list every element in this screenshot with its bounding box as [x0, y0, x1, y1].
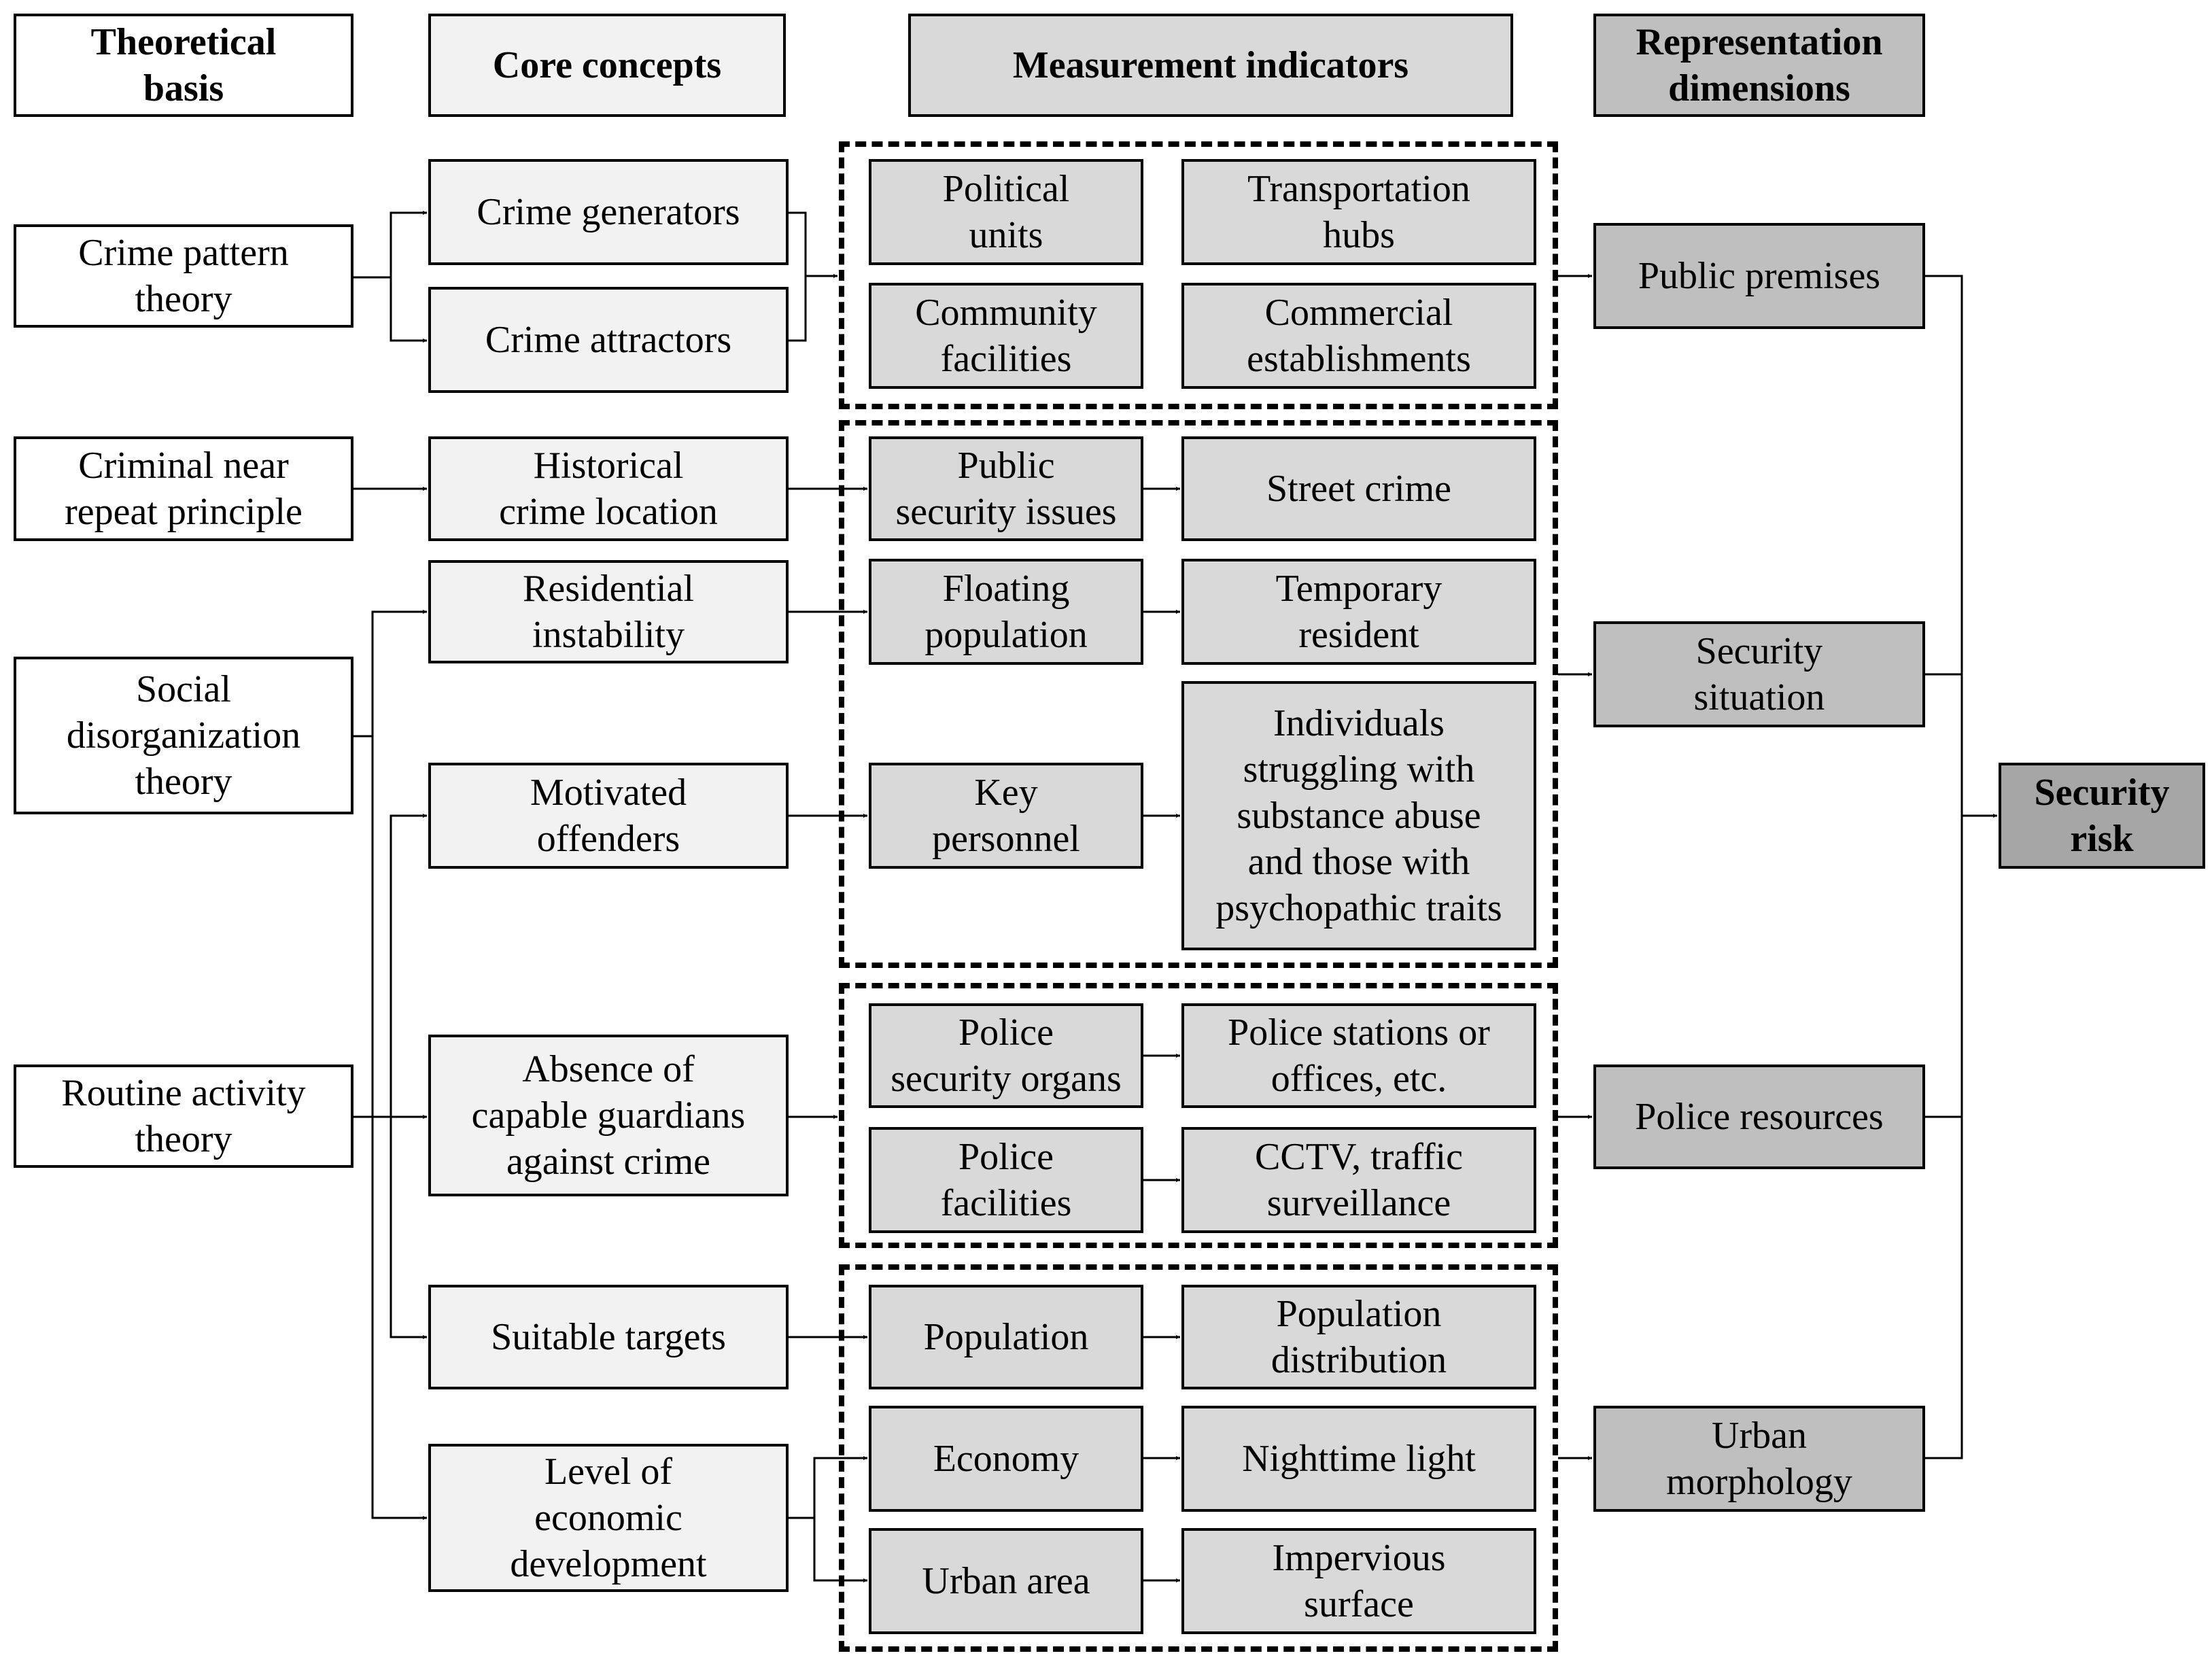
concept-motivated-offenders: Motivated offenders [428, 763, 789, 869]
concept-suitable-targets: Suitable targets [428, 1285, 789, 1389]
indicator-police-security-organs: Police security organs [869, 1003, 1143, 1108]
concept-crime-attractors: Crime attractors [428, 287, 789, 393]
indicator-political-units: Political units [869, 159, 1143, 265]
dimension-public-premises: Public premises [1593, 223, 1925, 329]
indicator-substance-abuse-psychopathic: Individuals struggling with substance ab… [1181, 681, 1536, 950]
indicator-urban-area: Urban area [869, 1528, 1143, 1634]
concept-historical-crime-location: Historical crime location [428, 436, 789, 541]
indicator-commercial-establishments: Commercial establishments [1181, 283, 1536, 389]
indicator-street-crime: Street crime [1181, 436, 1536, 541]
concept-residential-instability: Residential instability [428, 560, 789, 663]
header-core-concepts: Core concepts [428, 14, 786, 117]
indicator-transportation-hubs: Transportation hubs [1181, 159, 1536, 265]
indicator-economy: Economy [869, 1406, 1143, 1512]
indicator-nighttime-light: Nighttime light [1181, 1406, 1536, 1512]
indicator-impervious-surface: Impervious surface [1181, 1528, 1536, 1634]
theory-social-disorganization: Social disorganization theory [14, 657, 353, 814]
header-representation-dimensions: Representation dimensions [1593, 14, 1925, 117]
group-security-situation [839, 420, 1558, 968]
concept-economic-development: Level of economic development [428, 1444, 789, 1592]
theory-crime-pattern: Crime pattern theory [14, 224, 353, 328]
header-theoretical-basis: Theoretical basis [14, 14, 353, 117]
group-public-premises [839, 141, 1558, 409]
group-police-resources [839, 983, 1558, 1248]
indicator-temporary-resident: Temporary resident [1181, 559, 1536, 665]
indicator-population-distribution: Population distribution [1181, 1285, 1536, 1389]
theory-routine-activity: Routine activity theory [14, 1064, 353, 1168]
indicator-police-stations: Police stations or offices, etc. [1181, 1003, 1536, 1108]
dimension-police-resources: Police resources [1593, 1064, 1925, 1169]
indicator-key-personnel: Key personnel [869, 763, 1143, 869]
indicator-community-facilities: Community facilities [869, 283, 1143, 389]
indicator-floating-population: Floating population [869, 559, 1143, 665]
concept-crime-generators: Crime generators [428, 159, 789, 265]
dimension-security-situation: Security situation [1593, 621, 1925, 727]
indicator-cctv-surveillance: CCTV, traffic surveillance [1181, 1127, 1536, 1233]
header-measurement-indicators: Measurement indicators [908, 14, 1513, 117]
concept-absence-of-guardians: Absence of capable guardians against cri… [428, 1035, 789, 1196]
indicator-population: Population [869, 1285, 1143, 1389]
dimension-urban-morphology: Urban morphology [1593, 1406, 1925, 1512]
indicator-public-security-issues: Public security issues [869, 436, 1143, 541]
theory-near-repeat: Criminal near repeat principle [14, 436, 353, 541]
indicator-police-facilities: Police facilities [869, 1127, 1143, 1233]
outcome-security-risk: Security risk [1999, 763, 2205, 869]
